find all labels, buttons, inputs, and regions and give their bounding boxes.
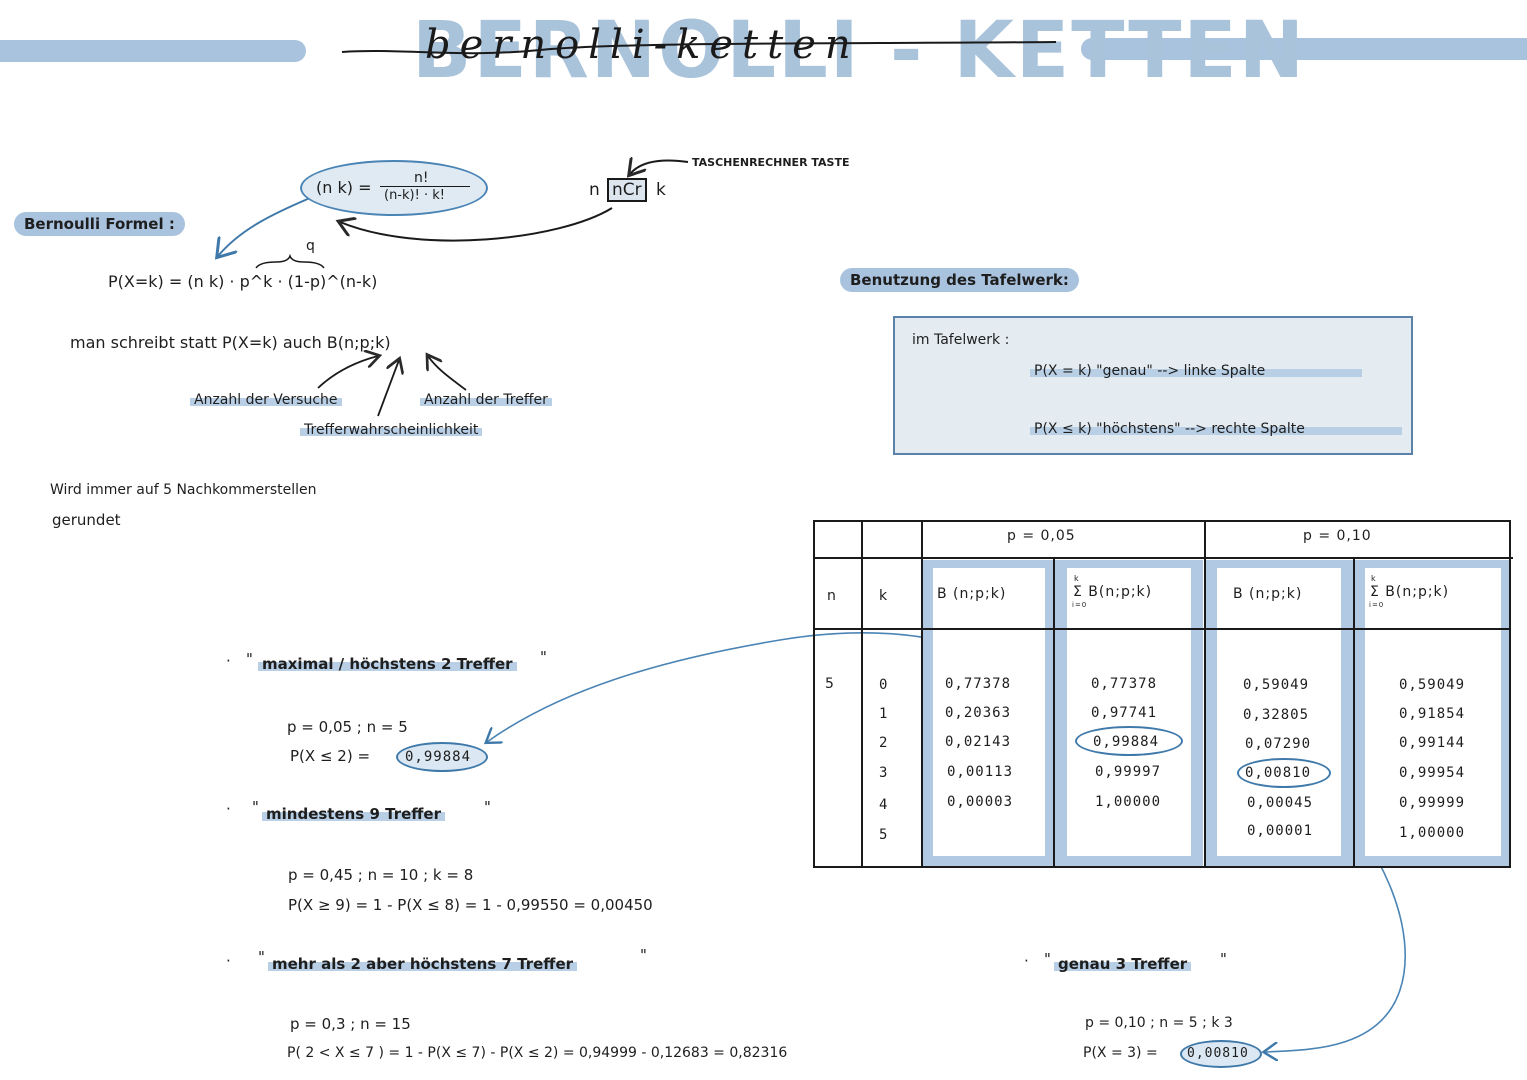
k-cell: 4 xyxy=(879,797,889,813)
example4-result-ring xyxy=(1180,1040,1262,1068)
binomial-numerator: n! xyxy=(414,170,429,186)
b005-cell: 0,02143 xyxy=(945,734,1012,750)
header-p-010: p = 0,10 xyxy=(1303,528,1372,544)
label-anzahl-versuche: Anzahl der Versuche xyxy=(190,392,342,408)
sum-bottom-010: i=0 xyxy=(1369,601,1385,609)
example1-params: p = 0,05 ; n = 5 xyxy=(287,718,408,736)
title-underline xyxy=(341,41,1057,55)
example2-title: mindestens 9 Treffer xyxy=(262,805,445,823)
sum005-cell: 0,97741 xyxy=(1091,705,1158,721)
sum010-cell: 1,00000 xyxy=(1399,825,1466,841)
quote-mark: " xyxy=(640,946,647,964)
example1-calc: P(X ≤ 2) = xyxy=(290,747,371,765)
b005-cell: 0,77378 xyxy=(945,676,1012,692)
tafelwerk-row-hoechstens: P(X ≤ k) "höchstens" --> rechte Spalte xyxy=(1030,421,1402,437)
quote-mark: " xyxy=(540,648,547,666)
calc-key-label: TASCHENRECHNER TASTE xyxy=(692,156,850,169)
binomial-table: p = 0,05 p = 0,10 n k B (n;p;k) k Σ B(n;… xyxy=(813,520,1513,868)
binomial-lhs: (n k) = xyxy=(316,178,372,197)
b010-cell: 0,00045 xyxy=(1247,795,1314,811)
bullet: · xyxy=(226,652,231,670)
b010-cell: 0,32805 xyxy=(1243,707,1310,723)
label-trefferwahrscheinlichkeit: Trefferwahrscheinlichkeit xyxy=(300,422,483,438)
calc-ncr-key: nCr xyxy=(607,178,647,202)
sum-bottom-005: i=0 xyxy=(1072,601,1088,609)
fraction-line xyxy=(380,186,470,187)
header-bar-left xyxy=(0,40,306,62)
header-k: k xyxy=(879,588,889,604)
sum005-cell: 0,77378 xyxy=(1091,676,1158,692)
sum010-cell: 0,91854 xyxy=(1399,706,1466,722)
b010-cell: 0,00001 xyxy=(1247,823,1314,839)
k-cell: 5 xyxy=(879,827,889,843)
k-cell: 1 xyxy=(879,706,889,722)
example1-title: maximal / höchstens 2 Treffer xyxy=(258,655,517,673)
b005-cell: 0,20363 xyxy=(945,705,1012,721)
b005-cell: 0,00113 xyxy=(947,764,1014,780)
k-cell: 0 xyxy=(879,677,889,693)
highlight-ring-099884 xyxy=(1075,726,1183,756)
bernoulli-formula: P(X=k) = (n k) · p^k · (1-p)^(n-k) xyxy=(108,272,378,291)
example4-result: 0,00810 xyxy=(1187,1046,1249,1061)
sum010-cell: 0,99954 xyxy=(1399,765,1466,781)
header-b-010: B (n;p;k) xyxy=(1233,586,1303,602)
example3-title: mehr als 2 aber höchstens 7 Treffer xyxy=(268,955,578,973)
header-b-005: B (n;p;k) xyxy=(937,586,1007,602)
sum010-cell: 0,59049 xyxy=(1399,677,1466,693)
rounding-note-line1: Wird immer auf 5 Nachkommerstellen xyxy=(50,482,317,498)
example1-result: 0,99884 xyxy=(405,749,472,765)
b010-cell: 0,07290 xyxy=(1245,736,1312,752)
quote-mark: " xyxy=(246,650,253,668)
quote-mark: " xyxy=(1044,950,1051,968)
label-anzahl-treffer: Anzahl der Treffer xyxy=(420,392,552,408)
sum010-cell: 0,99144 xyxy=(1399,735,1466,751)
calc-k: k xyxy=(656,180,666,200)
bernoulli-heading: Bernoulli Formel : xyxy=(14,212,185,236)
example3-calc: P( 2 < X ≤ 7 ) = 1 - P(X ≤ 7) - P(X ≤ 2)… xyxy=(287,1045,788,1061)
header-p-005: p = 0,05 xyxy=(1007,528,1076,544)
quote-mark: " xyxy=(258,948,265,966)
sum-top-005: k xyxy=(1074,574,1080,583)
bullet: · xyxy=(226,800,231,818)
header-n: n xyxy=(827,588,837,604)
notation-text: man schreibt statt P(X=k) auch B(n;p;k) xyxy=(70,333,391,352)
q-label: q xyxy=(306,238,315,254)
example4-title: genau 3 Treffer xyxy=(1054,955,1192,973)
quote-mark: " xyxy=(252,798,259,816)
n-value: 5 xyxy=(825,676,835,692)
binomial-bubble xyxy=(300,160,488,216)
header-sum-005: Σ B(n;p;k) xyxy=(1073,584,1153,600)
binomial-denominator: (n-k)! · k! xyxy=(384,188,445,203)
sum005-cell: 0,99997 xyxy=(1095,764,1162,780)
example4-calc: P(X = 3) = xyxy=(1083,1045,1158,1061)
sum010-cell: 0,99999 xyxy=(1399,795,1466,811)
tafelwerk-box-title: im Tafelwerk : xyxy=(912,332,1010,348)
tafelwerk-row-genau: P(X = k) "genau" --> linke Spalte xyxy=(1030,363,1362,379)
bullet: · xyxy=(1024,952,1029,970)
example4-params: p = 0,10 ; n = 5 ; k 3 xyxy=(1085,1015,1233,1031)
k-cell: 3 xyxy=(879,765,889,781)
highlight-ring-000810 xyxy=(1237,758,1331,788)
sum005-cell: 1,00000 xyxy=(1095,794,1162,810)
example2-params: p = 0,45 ; n = 10 ; k = 8 xyxy=(288,866,474,884)
b010-cell: 0,59049 xyxy=(1243,677,1310,693)
k-cell: 2 xyxy=(879,735,889,751)
quote-mark: " xyxy=(1220,950,1227,968)
b005-cell: 0,00003 xyxy=(947,794,1014,810)
calc-n: n xyxy=(589,180,600,200)
rounding-note-line2: gerundet xyxy=(52,511,121,529)
tafelwerk-heading: Benutzung des Tafelwerk: xyxy=(840,268,1079,292)
header-sum-010: Σ B(n;p;k) xyxy=(1370,584,1450,600)
header-bar-right xyxy=(1081,38,1527,60)
sum-top-010: k xyxy=(1371,574,1377,583)
example2-calc: P(X ≥ 9) = 1 - P(X ≤ 8) = 1 - 0,99550 = … xyxy=(288,896,653,914)
bullet: · xyxy=(226,952,231,970)
example1-result-ring xyxy=(396,742,488,772)
page-title: BERNOLLI - KETTEN xyxy=(412,6,1306,96)
example3-params: p = 0,3 ; n = 15 xyxy=(290,1015,411,1033)
quote-mark: " xyxy=(484,798,491,816)
